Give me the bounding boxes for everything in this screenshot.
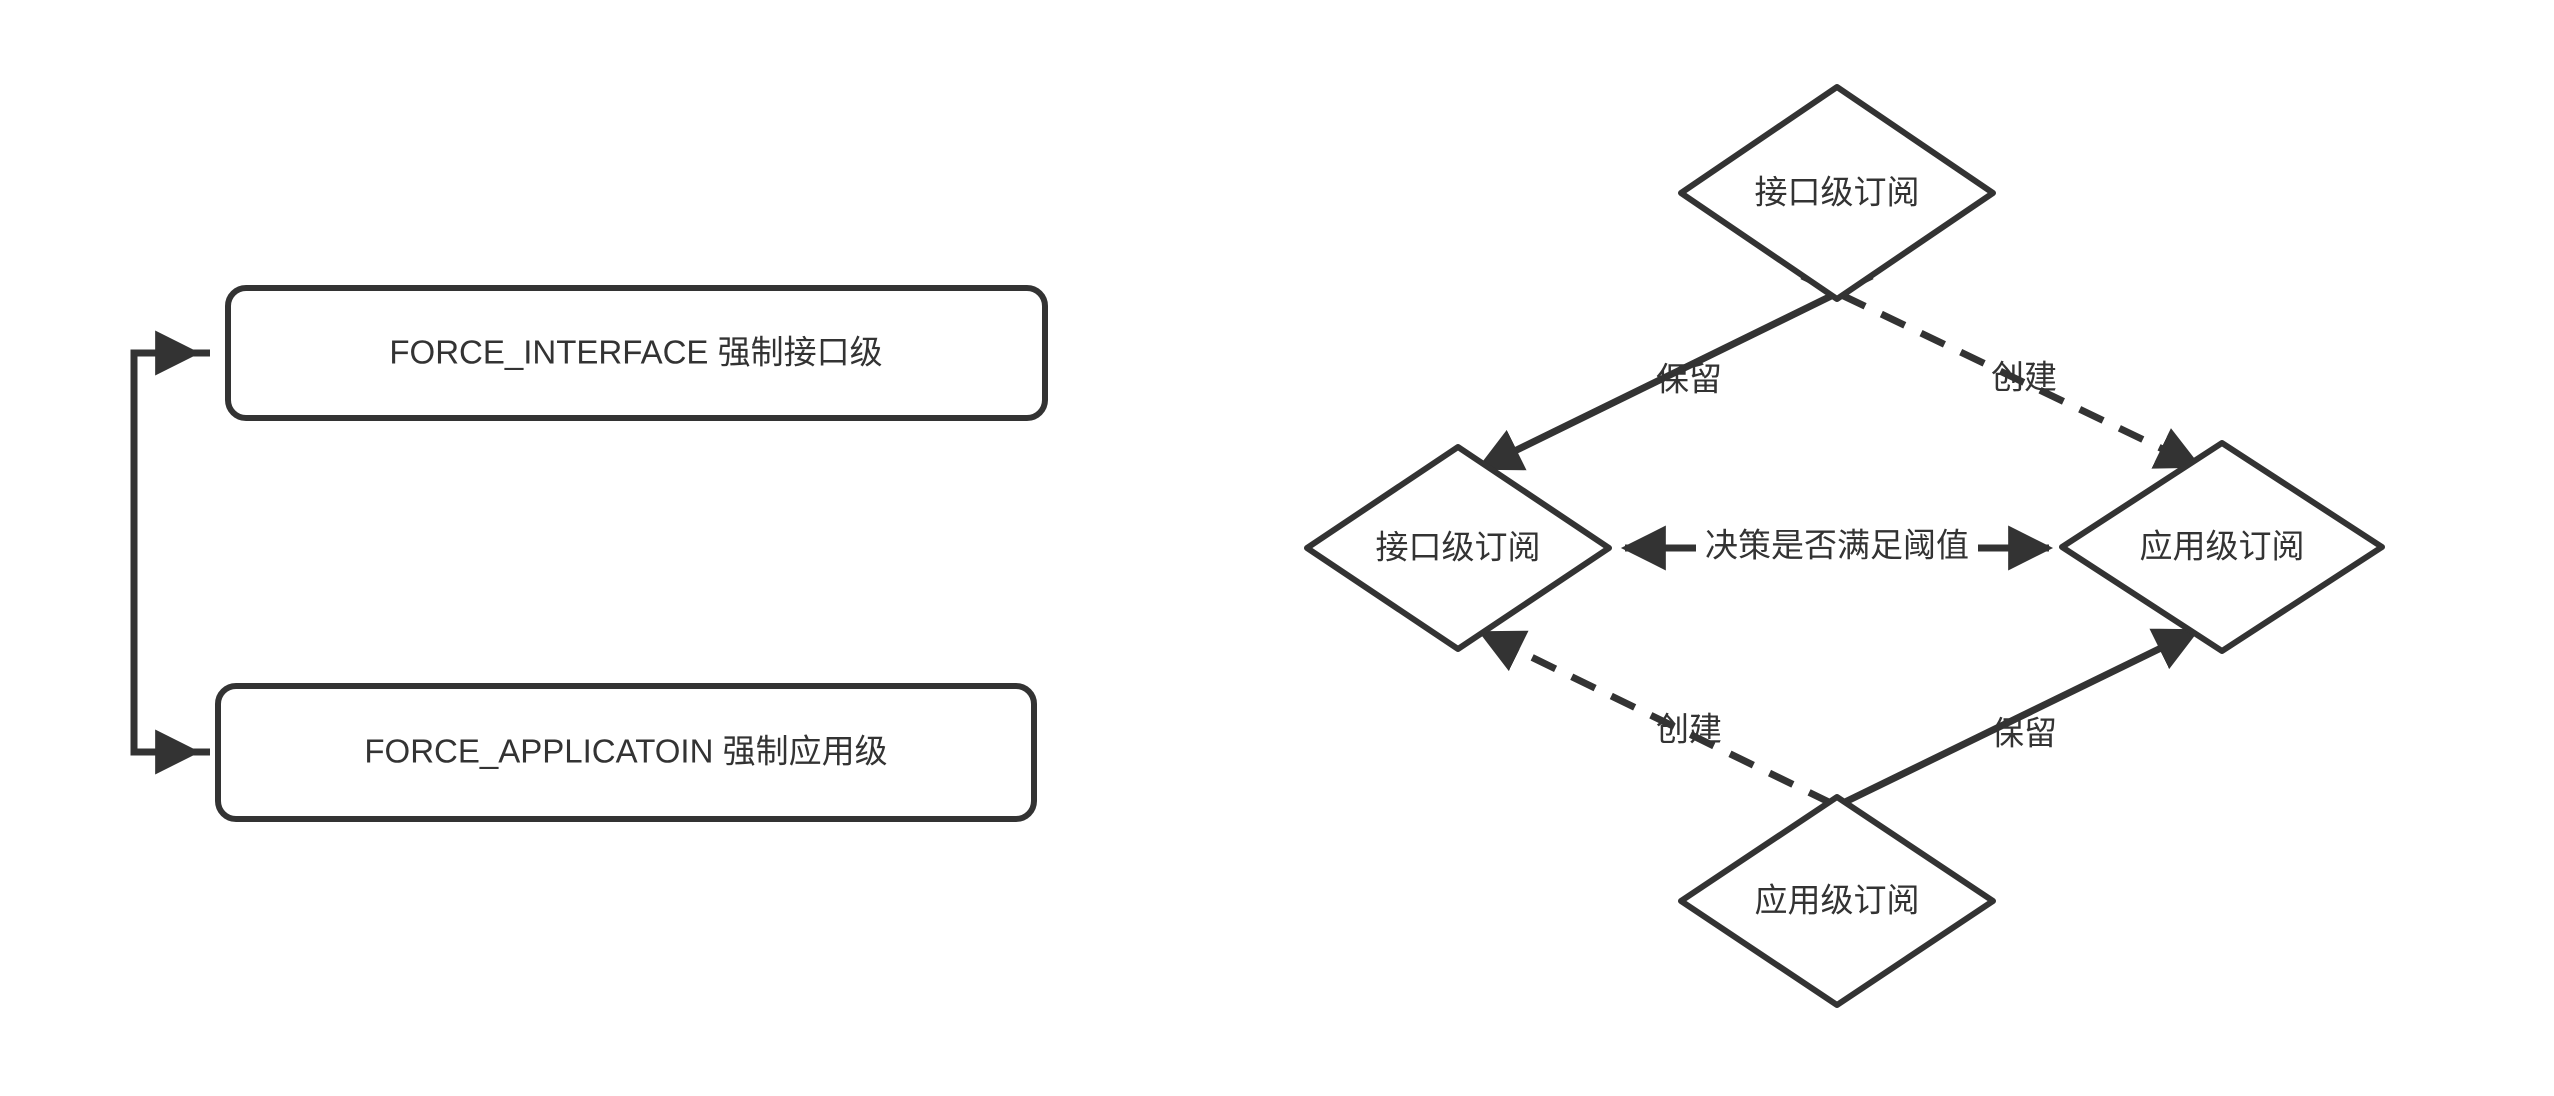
force-application-box-shape[interactable] [215, 683, 1037, 822]
edge-threshold-decision: 决策是否满足阈值 [1620, 525, 2054, 571]
bottom-application-label: 应用级订阅 [1755, 882, 1920, 919]
branch-spine-path [130, 349, 210, 756]
node-bottom-application-subscription[interactable]: 应用级订阅 [1678, 794, 1996, 1008]
edge-bottom-to-right-path [1800, 627, 2200, 827]
branch-connector-group [130, 330, 210, 775]
force-interface-box-shape[interactable] [225, 285, 1048, 421]
force-application-label: FORCE_APPLICATOIN 强制应用级 [364, 733, 887, 770]
node-force-interface[interactable]: FORCE_INTERFACE 强制接口级 [225, 285, 1048, 421]
edge-bottom-to-right-label: 保留 [1991, 715, 2057, 752]
left-interface-diamond-shape[interactable] [1304, 444, 1612, 652]
top-interface-label: 接口级订阅 [1755, 174, 1920, 211]
bottom-application-diamond-shape[interactable] [1678, 794, 1996, 1008]
edge-bottom-to-right: 保留 [1800, 627, 2200, 827]
edge-top-to-right-label: 创建 [1991, 359, 2057, 396]
edge-top-to-left: 保留 [1476, 272, 1874, 472]
edge-threshold-decision-label: 决策是否满足阈值 [1705, 527, 1969, 564]
top-interface-diamond-shape[interactable] [1678, 84, 1996, 302]
right-application-label: 应用级订阅 [2140, 528, 2305, 565]
left-interface-label: 接口级订阅 [1376, 529, 1541, 566]
edge-top-to-right-path [1800, 272, 2202, 470]
edge-bottom-to-left: 创建 [1478, 629, 1874, 827]
right-application-diamond-shape[interactable] [2059, 440, 2385, 654]
node-force-application[interactable]: FORCE_APPLICATOIN 强制应用级 [215, 683, 1037, 822]
edge-top-to-left-label: 保留 [1656, 361, 1722, 398]
edge-bottom-to-left-label: 创建 [1656, 711, 1722, 748]
node-top-interface-subscription[interactable]: 接口级订阅 [1678, 84, 1996, 302]
force-mode-flow-group: FORCE_INTERFACE 强制接口级 FORCE_APPLICATOIN … [130, 285, 1048, 822]
edge-top-to-left-path [1476, 272, 1874, 472]
node-left-interface-subscription[interactable]: 接口级订阅 [1304, 444, 1612, 652]
force-interface-label: FORCE_INTERFACE 强制接口级 [389, 334, 882, 371]
node-right-application-subscription[interactable]: 应用级订阅 [2059, 440, 2385, 654]
edge-top-to-right: 创建 [1800, 272, 2202, 470]
threshold-decision-flow-group: 保留 创建 决策是否满足阈值 创建 保留 [1304, 84, 2385, 1008]
edge-bottom-to-left-path [1478, 629, 1874, 827]
